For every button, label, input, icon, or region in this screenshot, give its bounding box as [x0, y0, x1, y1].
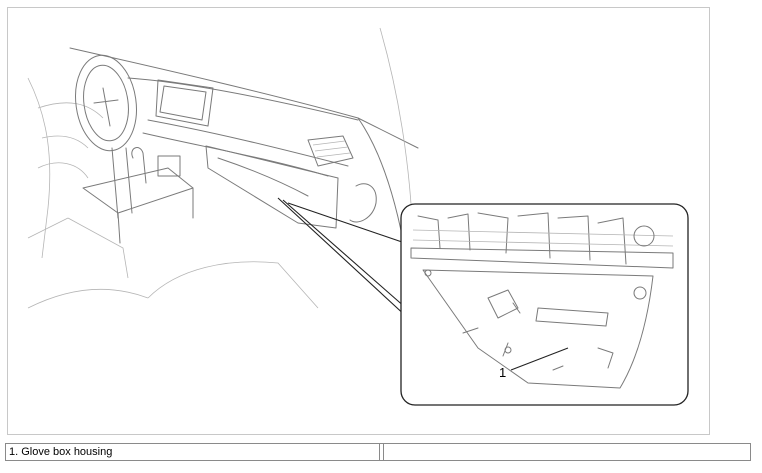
installation-diagram: 1: [7, 7, 710, 435]
housing-corner: [597, 347, 614, 369]
console-side: [117, 187, 194, 244]
steering-wheel-inner: [83, 64, 129, 142]
screw-head: [504, 346, 512, 354]
car-interior-illustration: [27, 27, 689, 406]
zoom-line-1: [277, 197, 409, 319]
callout-leader: [510, 347, 569, 371]
bolt-hole-right: [633, 286, 647, 300]
inset-brackets: [417, 212, 627, 265]
seat-edge: [27, 217, 129, 279]
floor-line: [27, 288, 149, 309]
side-vent: [349, 183, 377, 223]
steering-column: [111, 147, 133, 219]
steering-spokes: [93, 87, 119, 127]
glove-box-handle: [217, 157, 309, 197]
console-top: [82, 167, 194, 214]
housing-slot: [535, 307, 609, 327]
legend-cell-left: 1. Glove box housing: [6, 444, 380, 460]
door-trim-1: [37, 102, 104, 119]
dashboard-line: [147, 119, 349, 167]
glove-box-housing: [422, 269, 654, 389]
housing-bracket: [487, 289, 519, 319]
display-screen: [159, 85, 207, 121]
gear-shifter: [131, 147, 147, 184]
inset-frame-lines: [412, 229, 674, 247]
dashboard-lower: [142, 132, 329, 177]
legend-table: 1. Glove box housing: [5, 443, 751, 461]
door-trim-2: [41, 135, 89, 149]
legend-cell-right: [383, 444, 753, 460]
inset-round-part: [633, 225, 655, 247]
bolt-hole: [424, 269, 432, 277]
air-vent: [307, 135, 354, 167]
air-vent-slats: [312, 140, 351, 158]
floor-mat: [147, 261, 319, 309]
windshield-edge: [69, 47, 419, 149]
callout-number: 1: [499, 365, 507, 380]
inset-crossbar: [410, 247, 674, 269]
console-panel: [157, 155, 181, 177]
detail-inset: [400, 203, 689, 406]
glove-box: [205, 145, 339, 229]
door-trim-3: [37, 162, 89, 179]
door-panel: [27, 77, 51, 259]
center-display: [155, 79, 214, 127]
zoom-line-3: [282, 199, 407, 309]
dashboard-top: [127, 77, 359, 121]
